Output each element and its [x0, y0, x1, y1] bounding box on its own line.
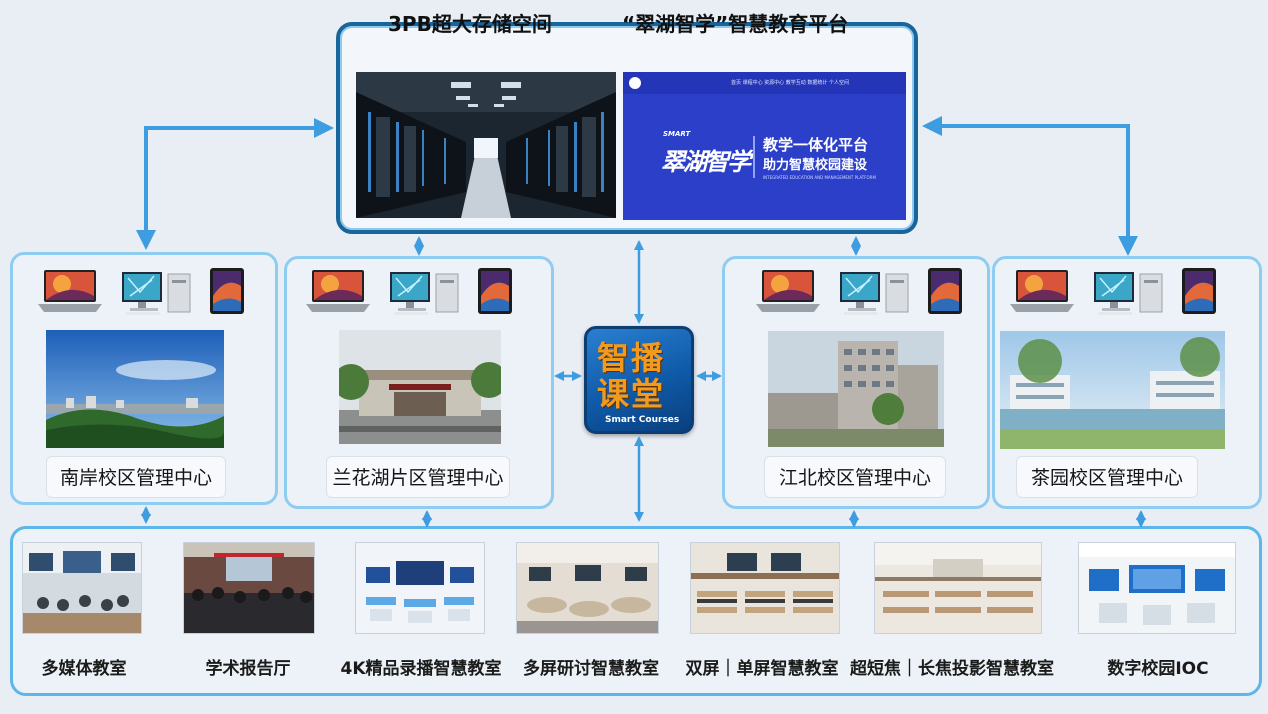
campus-photo-nanan: [46, 330, 224, 448]
edu-platform-screenshot: 首页 课程中心 资源中心 教学互动 数据统计 个人空间 SMART 翠湖智学 教…: [623, 72, 906, 220]
university-seal-icon: [629, 77, 641, 89]
platform-navbar: [623, 72, 906, 94]
edu-platform-title: “翠湖智学”智慧教育平台: [622, 12, 849, 36]
desktop-computer-icon: [388, 270, 462, 316]
platform-headline-1: 教学一体化平台: [763, 136, 869, 154]
classroom-label-dual-screen: 双屏｜单屏智慧教室: [685, 659, 839, 679]
campus-photo-lanhuahu: [339, 330, 501, 444]
classroom-photo-ioc: [1078, 542, 1236, 634]
laptop-icon: [1008, 268, 1076, 314]
classroom-label-multiscreen: 多屏研讨智慧教室: [523, 659, 659, 679]
tablet-icon: [208, 266, 246, 316]
classroom-label-ioc: 数字校园IOC: [1107, 659, 1209, 679]
platform-logo-smart: SMART: [663, 130, 691, 138]
logo-subtitle: Smart Courses: [605, 415, 680, 425]
platform-headline-2: 助力智慧校园建设: [763, 158, 868, 173]
campus-label-lanhuahu: 兰花湖片区管理中心: [326, 456, 510, 498]
tablet-icon: [1180, 266, 1218, 316]
platform-subline: INTEGRATED EDUCATION AND MANAGEMENT PLAT…: [763, 175, 876, 180]
laptop-icon: [754, 268, 822, 314]
classroom-photo-4k-recording: [355, 542, 485, 634]
desktop-computer-icon: [1092, 270, 1166, 316]
storage-title: 3PB超大存储空间: [388, 12, 552, 36]
platform-divider: [753, 136, 755, 178]
desktop-computer-icon: [120, 270, 194, 316]
campus-label-chayuan: 茶园校区管理中心: [1016, 456, 1198, 498]
classroom-photo-projection: [874, 542, 1042, 634]
tablet-icon: [476, 266, 514, 316]
classroom-label-multimedia: 多媒体教室: [41, 659, 127, 679]
tablet-icon: [926, 266, 964, 316]
server-room-photo: [356, 72, 616, 218]
classroom-photo-multiscreen: [516, 542, 659, 634]
desktop-computer-icon: [838, 270, 912, 316]
campus-photo-chayuan: [1000, 331, 1225, 449]
platform-logo-main: 翠湖智学: [661, 148, 751, 176]
classroom-photo-multimedia: [22, 542, 142, 634]
campus-label-nanan: 南岸校区管理中心: [46, 456, 226, 498]
classroom-photo-dual-screen: [690, 542, 840, 634]
arrow-platform-chayuan: [922, 116, 1138, 256]
logo-line-1: 智播: [597, 339, 666, 377]
platform-nav-items: 首页 课程中心 资源中心 教学互动 数据统计 个人空间: [731, 80, 849, 86]
classroom-label-projection: 超短焦｜长焦投影智慧教室: [850, 659, 1054, 679]
smart-courses-logo: 智播 课堂 Smart Courses: [584, 326, 694, 434]
arrow-platform-nanan: [136, 118, 334, 250]
classroom-label-lecture-hall: 学术报告厅: [205, 659, 291, 679]
laptop-icon: [304, 268, 372, 314]
campus-label-jiangbei: 江北校区管理中心: [764, 456, 946, 498]
classroom-photo-lecture-hall: [183, 542, 315, 634]
laptop-icon: [36, 268, 104, 314]
logo-line-2: 课堂: [597, 375, 666, 413]
classroom-label-4k-recording: 4K精品录播智慧教室: [340, 659, 502, 679]
campus-photo-jiangbei: [768, 331, 944, 447]
